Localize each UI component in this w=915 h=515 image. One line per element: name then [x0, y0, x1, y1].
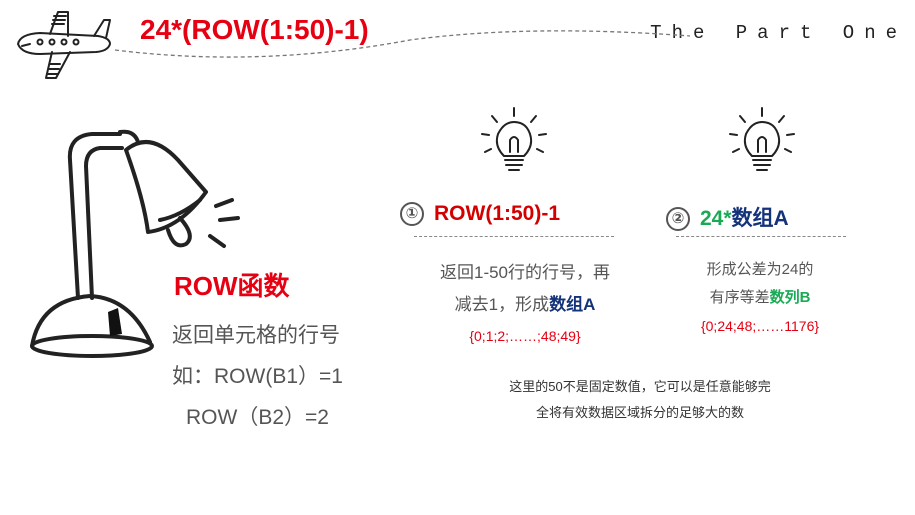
airplane-icon — [17, 11, 111, 79]
step-2-desc-1: 形成公差为24的 — [706, 261, 814, 278]
step-1-desc-1: 返回1-50行的行号，再 — [439, 263, 611, 282]
step-2-desc-2: 有序等差数列B — [640, 286, 880, 307]
desk-lamp-icon — [30, 129, 240, 358]
lightbulb-icon — [729, 107, 795, 171]
step-1-divider — [414, 236, 614, 237]
step-1-desc-2-text: 减去1，形成 — [454, 295, 550, 314]
lightbulb-icon — [481, 107, 547, 171]
step-2-desc-2-highlight: 数列B — [769, 289, 811, 306]
note-line-2: 全将有效数据区域拆分的足够大的数 — [535, 405, 744, 420]
step-1-desc-2-highlight: 数组A — [549, 295, 596, 314]
row-example-2: ROW（B2）=2 — [186, 406, 329, 429]
note-line-1: 这里的50不是固定数值，它可以是任意能够完 — [509, 379, 771, 394]
step-2-label-prefix: 24* — [700, 207, 732, 230]
part-label: The Part One — [650, 22, 907, 44]
step-2-number: ② — [666, 207, 690, 232]
step-2-heading: ② 24*数组A — [666, 202, 789, 232]
step-2-label-highlight: 数组A — [731, 207, 789, 230]
page-title: 24*(ROW(1:50)-1) — [140, 14, 369, 45]
step-1-number: ① — [400, 202, 424, 227]
row-example-1: 如：ROW(B1）=1 — [172, 365, 343, 388]
header-dash-line — [114, 30, 691, 58]
step-2-divider — [676, 236, 846, 237]
step-2-array: {0;24;48;……1176} — [700, 318, 820, 334]
step-1-desc-2: 减去1，形成数组A — [400, 290, 650, 315]
row-function-heading: ROW函数 — [174, 271, 290, 301]
step-1-heading: ① ROW(1:50)-1 — [400, 202, 561, 227]
step-1-label: ROW(1:50)-1 — [434, 202, 561, 225]
step-1-array: {0;1;2;……;48;49} — [469, 328, 581, 344]
step-2-desc-2-text: 有序等差 — [709, 289, 770, 306]
row-description: 返回单元格的行号 — [172, 324, 340, 347]
